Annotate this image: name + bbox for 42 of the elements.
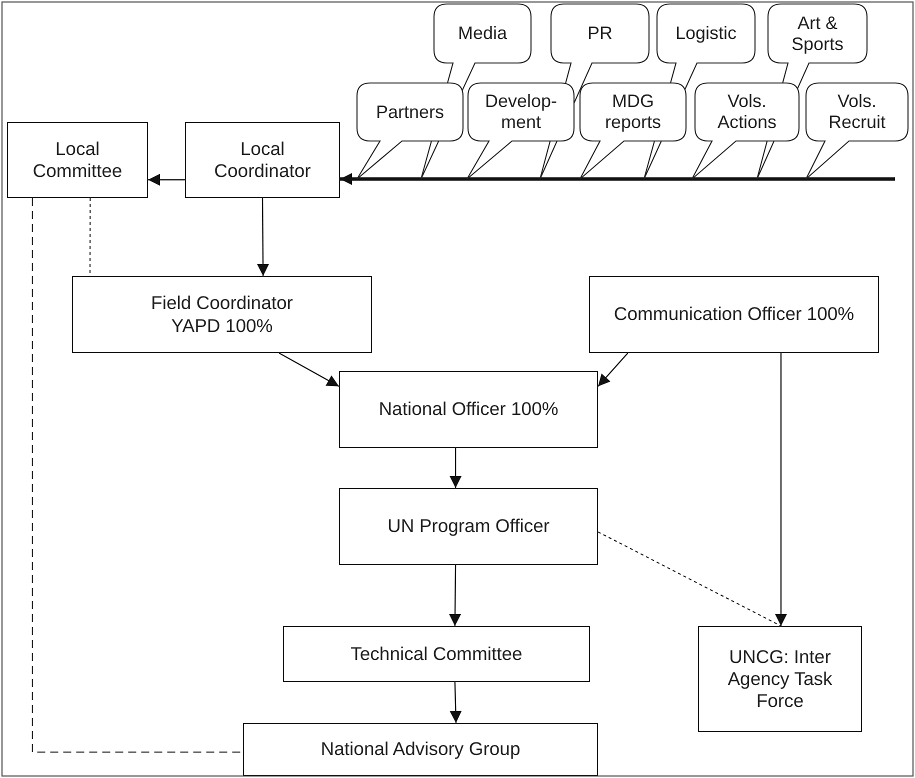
committee-box	[7, 122, 148, 198]
committee-box	[283, 626, 590, 682]
arrow	[450, 448, 462, 488]
bubble-label: MDG reports	[604, 90, 662, 134]
advisory-group-box	[243, 723, 598, 776]
bubble-label: PR	[586, 22, 614, 46]
speech-bubble	[357, 83, 463, 179]
bubble-label: Art & Sports	[790, 12, 845, 56]
box-label: Field Coordinator YAPD 100%	[150, 292, 294, 337]
bubble-label: Logistic	[674, 22, 738, 46]
officer-box	[339, 371, 598, 448]
box-label: Local Coordinator	[213, 138, 312, 182]
box-label: Technical Committee	[350, 642, 524, 666]
coordinator-box	[72, 276, 372, 353]
speech-bubble	[692, 83, 799, 179]
bubble-label: Vols. Actions	[716, 90, 778, 134]
arrow	[774, 353, 787, 626]
bubble-label: Partners	[374, 100, 446, 124]
box-label: National Officer 100%	[378, 398, 560, 421]
arrow	[449, 565, 462, 626]
speech-bubble	[580, 83, 686, 179]
arrow	[148, 174, 185, 186]
task-force-box	[698, 626, 862, 732]
bus-arrow	[340, 173, 895, 185]
coordinator-box	[185, 122, 340, 198]
box-label: National Advisory Group	[320, 738, 522, 761]
box-label: Local Committee	[32, 138, 124, 182]
connector-line	[598, 531, 782, 626]
bubble-label: Vols. Recruit	[827, 90, 886, 134]
speech-bubble	[806, 83, 908, 179]
bubble-label: Develop- ment	[484, 90, 558, 134]
box-label: Communication Officer 100%	[612, 303, 856, 326]
arrow	[598, 352, 628, 387]
box-label: UN Program Officer	[386, 515, 551, 538]
arrow	[450, 682, 462, 724]
arrow	[257, 198, 269, 276]
officer-box	[589, 276, 879, 353]
officer-box	[339, 488, 598, 565]
bubble-label: Media	[456, 22, 508, 46]
box-label: UNCG: Inter Agency Task Force	[726, 646, 834, 712]
speech-bubble	[467, 83, 574, 179]
arrow	[278, 352, 340, 387]
